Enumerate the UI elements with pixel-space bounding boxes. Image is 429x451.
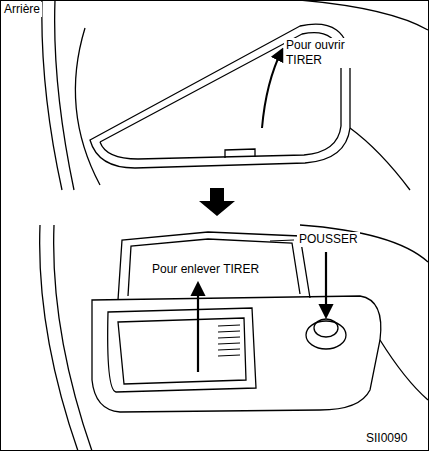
door-contour <box>40 225 78 451</box>
ashtray <box>108 308 256 392</box>
open-arrow <box>262 50 282 128</box>
step-arrow <box>199 188 235 216</box>
action-label: Pour enlever TIRER <box>150 262 261 277</box>
open-lid-inner <box>128 239 300 296</box>
panel-contour <box>300 0 428 30</box>
armrest-contour <box>75 28 100 185</box>
panel-contour <box>350 128 410 190</box>
figure-code: SII0090 <box>364 431 409 446</box>
console-recess <box>92 296 381 412</box>
ashtray-inner <box>118 318 246 384</box>
lighter-socket <box>306 321 346 349</box>
panel-contour <box>380 340 428 400</box>
view-label: Arrière <box>2 2 42 17</box>
lighter-knob <box>314 319 338 337</box>
door-contour <box>54 225 92 451</box>
bottom-view <box>40 225 428 451</box>
leader-line <box>270 240 294 241</box>
push-arrow <box>325 252 327 316</box>
remove-arrow <box>197 284 199 372</box>
door-contour <box>55 0 74 190</box>
action-label: Pour ouvrir TIRER <box>284 38 366 68</box>
lid-pull-tab <box>225 149 255 158</box>
action-label: POUSSER <box>297 232 360 247</box>
open-lid <box>118 232 310 300</box>
top-view <box>42 0 428 190</box>
ashtray-slats <box>218 325 240 356</box>
